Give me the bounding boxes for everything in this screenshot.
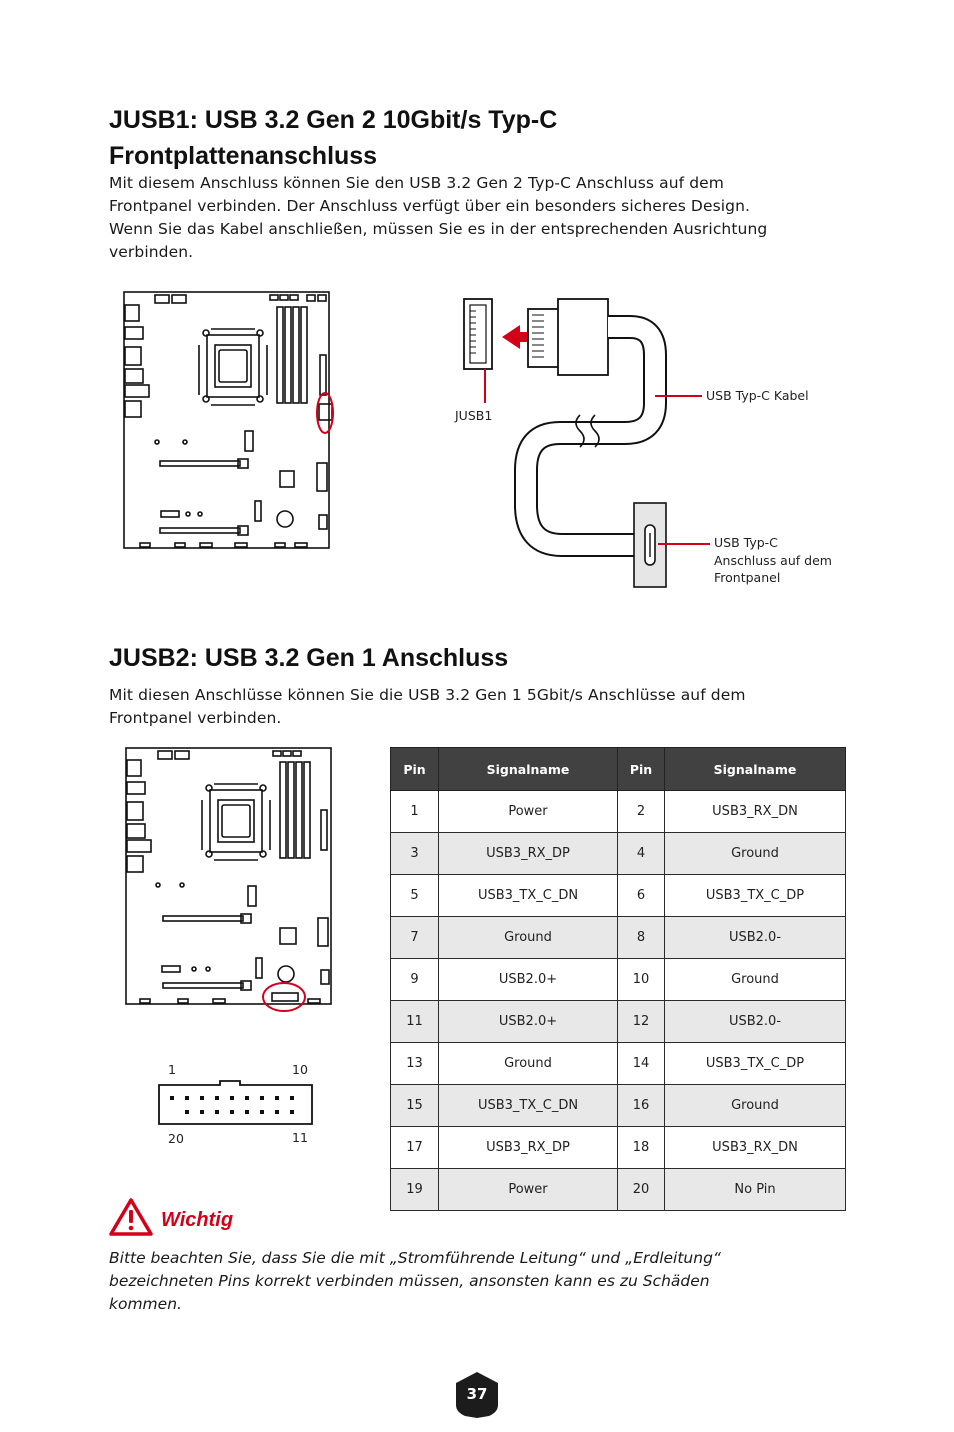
table-cell: 19	[390, 1168, 439, 1211]
section1-title-line1: JUSB1: USB 3.2 Gen 2 10Gbit/s Typ-C	[109, 106, 558, 134]
column-header: Signalname	[664, 747, 846, 791]
table-cell: 3	[390, 832, 439, 875]
table-cell: 17	[390, 1126, 439, 1169]
table-cell: 9	[390, 958, 439, 1001]
pin-label-1: 1	[168, 1062, 176, 1077]
table-cell: 8	[617, 916, 665, 959]
table-cell: 14	[617, 1042, 665, 1085]
table-cell: 7	[390, 916, 439, 959]
table-cell: Ground	[438, 1042, 618, 1085]
table-cell: 20	[617, 1168, 665, 1211]
panel-label-line: Anschluss auf dem	[714, 553, 832, 568]
pin-label-10: 10	[292, 1062, 308, 1077]
table-cell: Ground	[664, 832, 846, 875]
table-cell: 18	[617, 1126, 665, 1169]
section2-title: JUSB2: USB 3.2 Gen 1 Anschluss	[109, 644, 509, 672]
pin-label-11: 11	[292, 1130, 308, 1145]
table-cell: USB2.0+	[438, 958, 618, 1001]
section2-body-line: Frontpanel verbinden.	[109, 709, 282, 727]
table-cell: USB2.0+	[438, 1000, 618, 1043]
table-cell: Power	[438, 1168, 618, 1211]
table-cell: USB3_TX_C_DN	[438, 874, 618, 917]
table-cell: Ground	[664, 1084, 846, 1127]
table-cell: 4	[617, 832, 665, 875]
section1-title-line2: Frontplattenanschluss	[109, 142, 378, 170]
panel-label-line: USB Typ-C	[714, 535, 778, 550]
table-cell: 16	[617, 1084, 665, 1127]
section1-body: Mit diesem Anschluss können Sie den USB …	[109, 172, 767, 264]
usb-typec-cable-diagram: JUSB1 USB Typ-C Kabel USB Typ-C Anschlus…	[454, 298, 832, 588]
important-text-line: kommen.	[109, 1295, 182, 1313]
cable-label: USB Typ-C Kabel	[706, 388, 809, 403]
table-cell: 2	[617, 790, 665, 833]
panel-label-line: Frontpanel	[714, 570, 780, 585]
table-cell: 10	[617, 958, 665, 1001]
motherboard-diagram-jusb2	[125, 747, 332, 1012]
table-cell: USB3_RX_DP	[438, 832, 618, 875]
table-cell: USB3_RX_DN	[664, 790, 846, 833]
jusb2-pin-header: 1 10 20 11	[158, 1062, 313, 1146]
important-title: Wichtig	[161, 1209, 234, 1231]
section2-body-line: Mit diesen Anschlüsse können Sie die USB…	[109, 686, 746, 704]
table-cell: 11	[390, 1000, 439, 1043]
column-header: Pin	[390, 747, 439, 791]
table-cell: No Pin	[664, 1168, 846, 1211]
motherboard-diagram-jusb1	[123, 291, 334, 549]
section1-body-line: Wenn Sie das Kabel anschließen, müssen S…	[109, 220, 768, 238]
table-cell: 6	[617, 874, 665, 917]
table-cell: USB2.0-	[664, 916, 846, 959]
table-cell: Ground	[438, 916, 618, 959]
important-text-line: bezeichneten Pins korrekt verbinden müss…	[109, 1272, 710, 1290]
pin-label-20: 20	[168, 1131, 184, 1146]
column-header: Pin	[617, 747, 665, 791]
table-cell: USB3_TX_C_DN	[438, 1084, 618, 1127]
section2-body: Mit diesen Anschlüsse können Sie die USB…	[109, 684, 746, 730]
table-cell: USB3_RX_DN	[664, 1126, 846, 1169]
important-text: Bitte beachten Sie, dass Sie die mit „St…	[109, 1247, 721, 1316]
page-number-badge: 37	[456, 1372, 498, 1418]
table-cell: 5	[390, 874, 439, 917]
section1-body-line: Mit diesem Anschluss können Sie den USB …	[109, 174, 724, 192]
column-header: Signalname	[438, 747, 618, 791]
table-cell: 1	[390, 790, 439, 833]
table-cell: Power	[438, 790, 618, 833]
jusb1-label: JUSB1	[454, 408, 492, 423]
section1-body-line: verbinden.	[109, 243, 194, 261]
table-cell: USB2.0-	[664, 1000, 846, 1043]
table-cell: Ground	[664, 958, 846, 1001]
table-cell: 15	[390, 1084, 439, 1127]
warning-icon	[109, 1198, 153, 1236]
table-cell: 13	[390, 1042, 439, 1085]
page-number: 37	[467, 1385, 488, 1403]
important-text-line: Bitte beachten Sie, dass Sie die mit „St…	[109, 1249, 721, 1267]
table-cell: USB3_TX_C_DP	[664, 1042, 846, 1085]
table-cell: 12	[617, 1000, 665, 1043]
table-header-row: Pin Signalname Pin Signalname	[390, 747, 846, 791]
table-cell: USB3_RX_DP	[438, 1126, 618, 1169]
section1-body-line: Frontpanel verbinden. Der Anschluss verf…	[109, 197, 751, 215]
table-cell: USB3_TX_C_DP	[664, 874, 846, 917]
